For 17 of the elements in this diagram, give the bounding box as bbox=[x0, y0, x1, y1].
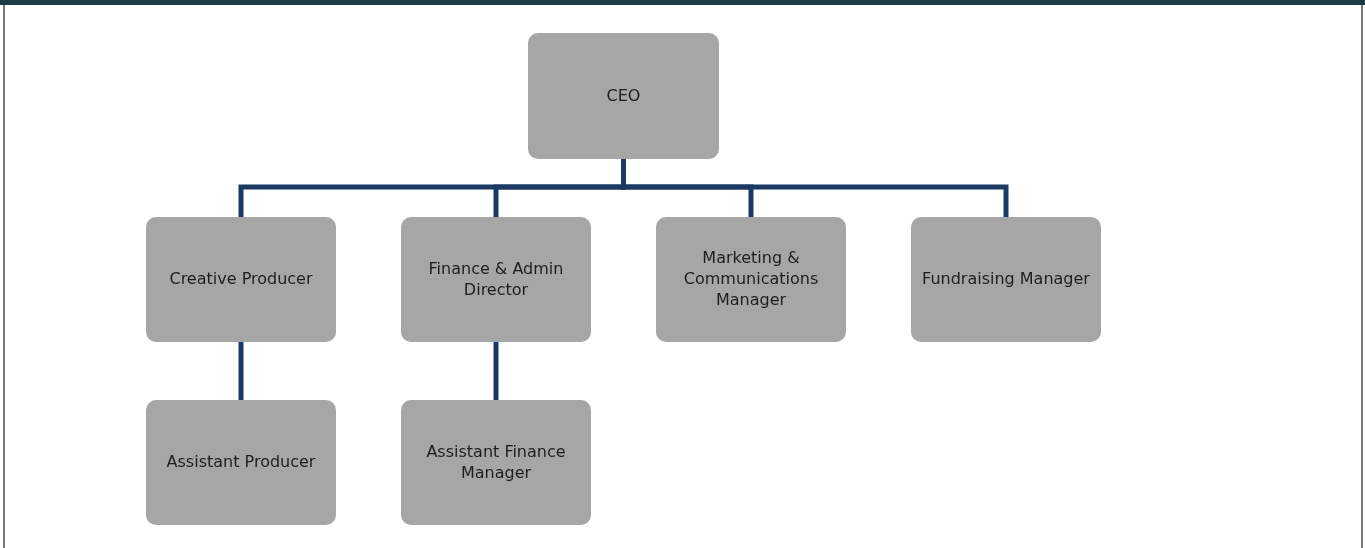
role-title: Creative Producer bbox=[169, 269, 313, 290]
role-box bbox=[656, 217, 846, 342]
connector-line bbox=[493, 342, 499, 400]
role-title: Assistant Producer bbox=[166, 452, 316, 473]
role-title: Finance & Admin Director bbox=[427, 258, 565, 301]
role-box bbox=[146, 217, 336, 342]
role-box bbox=[146, 400, 336, 525]
role-box bbox=[528, 33, 719, 159]
role-title: Assistant Finance Manager bbox=[425, 441, 567, 484]
connector-line bbox=[238, 342, 244, 400]
role-box bbox=[401, 400, 591, 525]
role-title: Marketing & Communications Manager bbox=[682, 248, 820, 311]
role-title: Fundraising Manager bbox=[922, 269, 1090, 290]
role-box bbox=[401, 217, 591, 342]
role-box bbox=[911, 217, 1101, 342]
connector-line bbox=[621, 159, 1009, 217]
role-title: CEO bbox=[606, 85, 641, 107]
